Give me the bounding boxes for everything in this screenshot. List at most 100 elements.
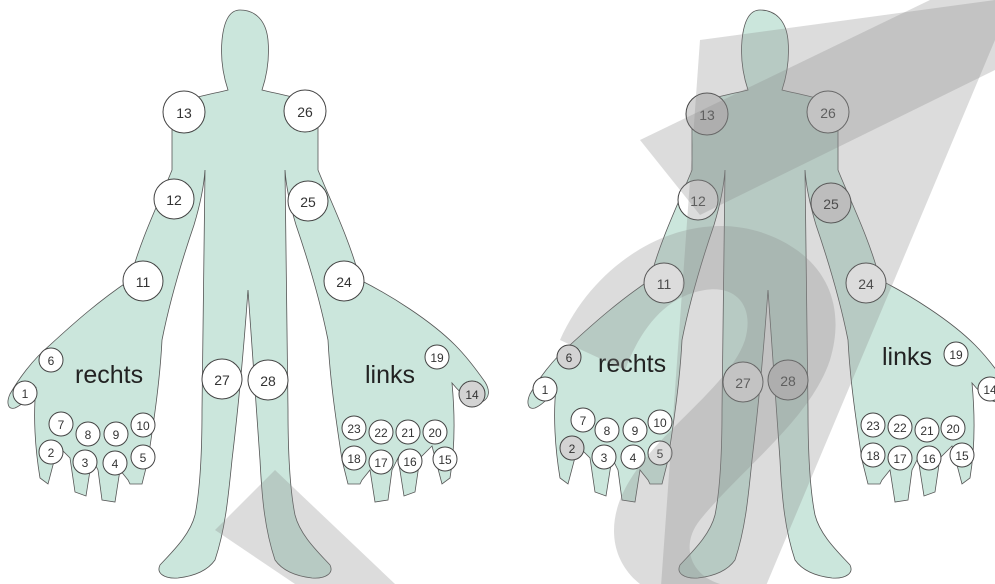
watermark-stroke [215, 470, 395, 584]
joint-number: 24 [336, 274, 352, 290]
joint-10[interactable]: 10 [648, 410, 672, 434]
joint-number: 22 [374, 426, 388, 440]
joint-number: 16 [403, 455, 417, 469]
joint-number: 15 [955, 449, 969, 463]
joint-19[interactable]: 19 [944, 342, 968, 366]
joint-number: 16 [922, 452, 936, 466]
joint-number: 10 [653, 416, 667, 430]
joint-3[interactable]: 3 [73, 450, 97, 474]
joint-number: 5 [140, 451, 147, 465]
joint-number: 26 [297, 104, 313, 120]
joint-number: 2 [569, 442, 576, 456]
joint-number: 14 [465, 388, 479, 402]
joint-15[interactable]: 15 [433, 447, 457, 471]
joint-number: 3 [82, 456, 89, 470]
joint-number: 8 [604, 424, 611, 438]
joint-6-affected[interactable]: 6 [557, 345, 581, 369]
joint-22[interactable]: 22 [369, 420, 393, 444]
joint-28[interactable]: 28 [248, 360, 288, 400]
joint-24[interactable]: 24 [324, 261, 364, 301]
joint-7[interactable]: 7 [571, 408, 595, 432]
joint-number: 21 [401, 426, 415, 440]
joint-12[interactable]: 12 [154, 179, 194, 219]
body-silhouette-left [8, 10, 488, 578]
joint-number: 4 [630, 451, 637, 465]
joint-23[interactable]: 23 [342, 416, 366, 440]
joint-number: 18 [347, 452, 361, 466]
joint-number: 3 [601, 451, 608, 465]
joint-number: 27 [214, 372, 230, 388]
joint-number: 19 [949, 348, 963, 362]
joint-16[interactable]: 16 [917, 446, 941, 470]
joint-number: 28 [260, 373, 276, 389]
joint-number: 19 [430, 351, 444, 365]
joint-number: 17 [893, 452, 907, 466]
joint-number: 17 [374, 456, 388, 470]
joint-number: 9 [632, 424, 639, 438]
joint-7[interactable]: 7 [49, 412, 73, 436]
joint-27[interactable]: 27 [202, 359, 242, 399]
joint-14-affected[interactable]: 14 [459, 381, 485, 407]
joint-number: 20 [428, 426, 442, 440]
side-label-right-hand: rechts [75, 361, 143, 389]
joint-2[interactable]: 2 [39, 440, 63, 464]
joint-number: 18 [866, 449, 880, 463]
joint-19[interactable]: 19 [425, 345, 449, 369]
side-label-left-hand-2: links [882, 343, 932, 371]
joint-number: 6 [48, 354, 55, 368]
joint-25[interactable]: 25 [288, 181, 328, 221]
joint-number: 9 [113, 428, 120, 442]
joint-number: 11 [136, 274, 151, 290]
joint-number: 7 [58, 418, 65, 432]
joint-18[interactable]: 18 [342, 446, 366, 470]
joint-23[interactable]: 23 [861, 413, 885, 437]
joint-20[interactable]: 20 [941, 416, 965, 440]
joint-20[interactable]: 20 [423, 420, 447, 444]
joint-9[interactable]: 9 [104, 422, 128, 446]
joint-6[interactable]: 6 [39, 348, 63, 372]
joint-21[interactable]: 21 [396, 420, 420, 444]
joint-16[interactable]: 16 [398, 449, 422, 473]
joint-number: 10 [136, 419, 150, 433]
joint-13[interactable]: 13 [163, 91, 205, 133]
joint-21[interactable]: 21 [915, 418, 939, 442]
joint-5[interactable]: 5 [131, 445, 155, 469]
joint-15[interactable]: 15 [950, 443, 974, 467]
joint-number: 1 [542, 383, 549, 397]
joint-number: 20 [946, 422, 960, 436]
joint-17[interactable]: 17 [369, 450, 393, 474]
joint-number: 7 [580, 414, 587, 428]
joint-10[interactable]: 10 [131, 413, 155, 437]
side-label-left-hand: links [365, 361, 415, 389]
joint-17[interactable]: 17 [888, 446, 912, 470]
joint-8[interactable]: 8 [595, 418, 619, 442]
joint-number: 2 [48, 446, 55, 460]
joint-number: 6 [566, 351, 573, 365]
figure-left-group [8, 10, 488, 578]
joint-3[interactable]: 3 [592, 445, 616, 469]
joint-number: 1 [22, 387, 29, 401]
joint-number: 4 [112, 457, 119, 471]
joint-1[interactable]: 1 [13, 381, 37, 405]
joint-number: 25 [300, 194, 316, 210]
joint-11[interactable]: 11 [123, 261, 163, 301]
joint-2-affected[interactable]: 2 [560, 436, 584, 460]
joint-number: 23 [347, 422, 361, 436]
joint-18[interactable]: 18 [861, 443, 885, 467]
joint-8[interactable]: 8 [76, 422, 100, 446]
joint-4[interactable]: 4 [103, 451, 127, 475]
joint-number: 8 [85, 428, 92, 442]
joint-1[interactable]: 1 [533, 377, 557, 401]
joint-number: 21 [920, 424, 934, 438]
joint-22[interactable]: 22 [888, 415, 912, 439]
joint-number: 22 [893, 421, 907, 435]
joint-number: 14 [983, 383, 995, 397]
joint-number: 13 [176, 105, 192, 121]
joint-number: 23 [866, 419, 880, 433]
joint-9[interactable]: 9 [623, 418, 647, 442]
joint-number: 15 [438, 453, 452, 467]
joint-number: 12 [166, 192, 182, 208]
joint-26[interactable]: 26 [284, 90, 326, 132]
